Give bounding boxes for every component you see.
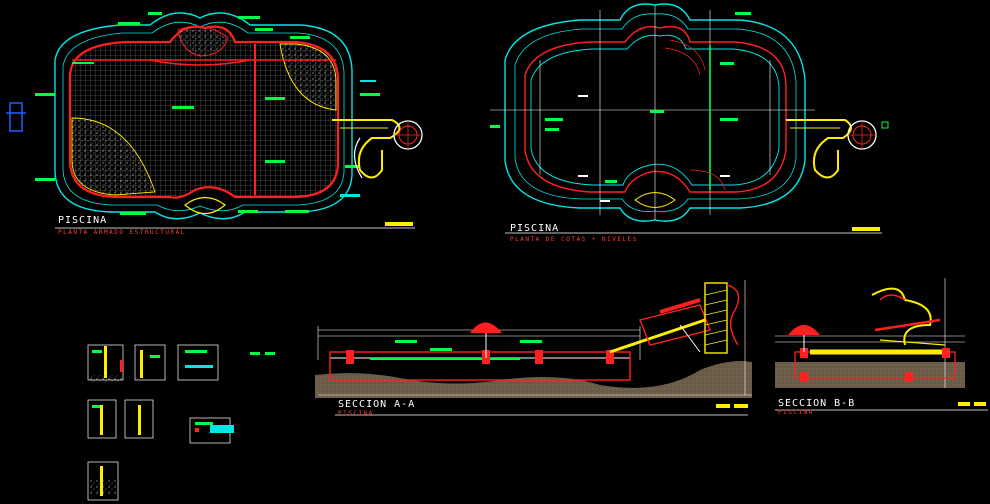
umbrella-aa: [470, 322, 502, 358]
plan-structural: [6, 12, 423, 229]
plan-levels-subtitle: PLANTA DE COTAS + NIVELES: [510, 236, 638, 243]
slide-section-aa: [609, 282, 740, 354]
slide-section-bb: [871, 287, 946, 346]
plan-structural-subtitle: PLANTA ARMADO ESTRUCTURAL: [58, 229, 186, 236]
section-bb-title: SECCION B-B: [778, 398, 856, 409]
section-aa-title: SECCION A-A: [338, 399, 416, 410]
plan-levels: [490, 3, 889, 234]
umbrella-bb: [788, 325, 820, 352]
pool-outline-2: [524, 25, 787, 193]
plan-structural-title: PISCINA: [58, 215, 108, 226]
deck-outline-2: [504, 3, 806, 222]
section-bb: [775, 278, 988, 411]
section-aa-subtitle: PISCINA: [338, 410, 374, 417]
slide-plan-levels: [786, 119, 889, 179]
deck-outline: [54, 12, 353, 220]
construction-details: [87, 344, 275, 501]
plan-levels-title: PISCINA: [510, 223, 560, 234]
section-bb-subtitle: PISCINA: [778, 409, 814, 416]
north-marker-left: [6, 102, 26, 132]
slide-plan-structural: [332, 119, 423, 179]
section-aa: [315, 280, 752, 416]
